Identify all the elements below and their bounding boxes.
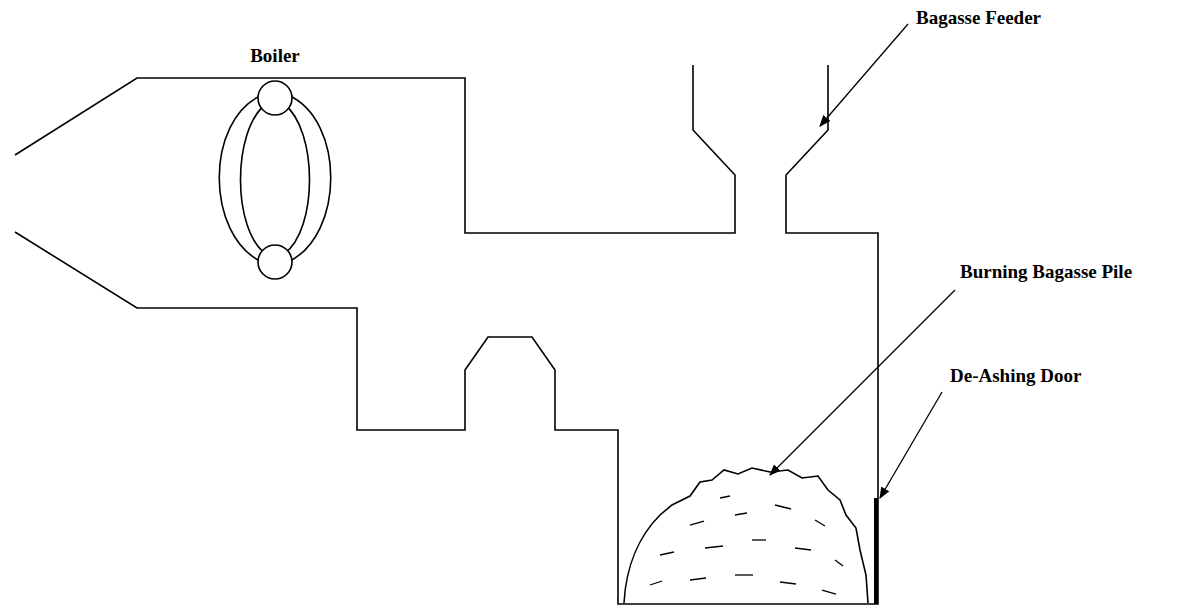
furnace-outline-upper (15, 65, 735, 233)
feeder-right-wall (15, 65, 878, 604)
feeder-label: Bagasse Feeder (916, 8, 1041, 29)
de-ashing-door (874, 498, 878, 604)
pile-texture (650, 496, 843, 594)
pile-label: Burning Bagasse Pile (960, 262, 1132, 283)
boiler-label: Boiler (250, 46, 300, 67)
door-label: De-Ashing Door (950, 366, 1081, 387)
boiler-drums (219, 81, 331, 279)
leader-arrows (770, 24, 955, 498)
bagasse-pile (624, 468, 868, 603)
